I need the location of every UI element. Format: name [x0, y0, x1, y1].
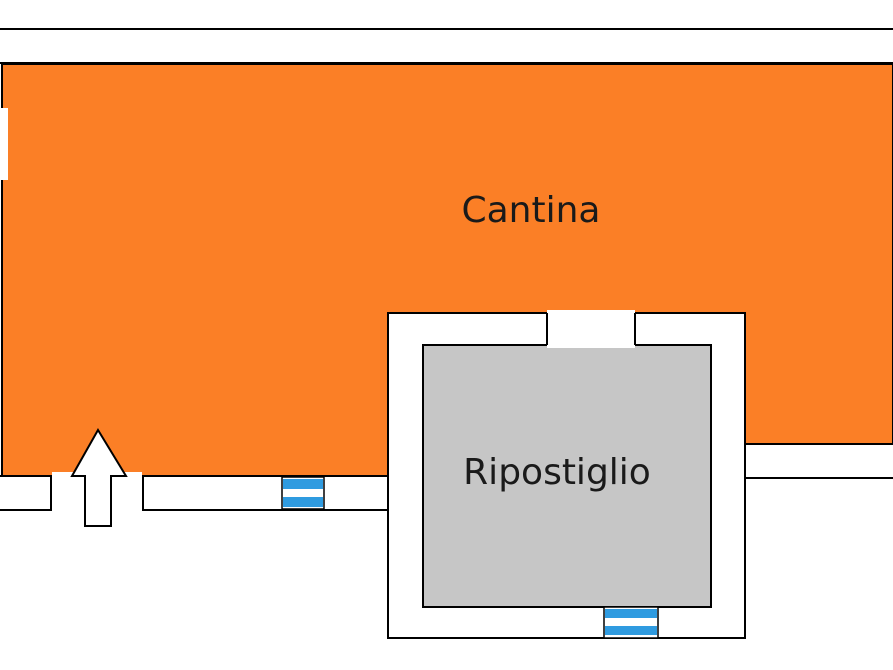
ripostiglio-door-opening: [547, 310, 635, 348]
window-icon: [603, 606, 659, 639]
top-boundary-wall: [0, 28, 893, 64]
room-ripostiglio: [422, 344, 712, 608]
room-label-ripostiglio: Ripostiglio: [463, 452, 651, 493]
up-arrow-icon: [70, 428, 128, 527]
corridor-wall-left: [0, 475, 389, 511]
left-wall-opening: [0, 108, 8, 180]
window-icon: [281, 476, 325, 510]
room-label-cantina: Cantina: [461, 190, 600, 231]
corridor-wall-right: [744, 443, 893, 479]
